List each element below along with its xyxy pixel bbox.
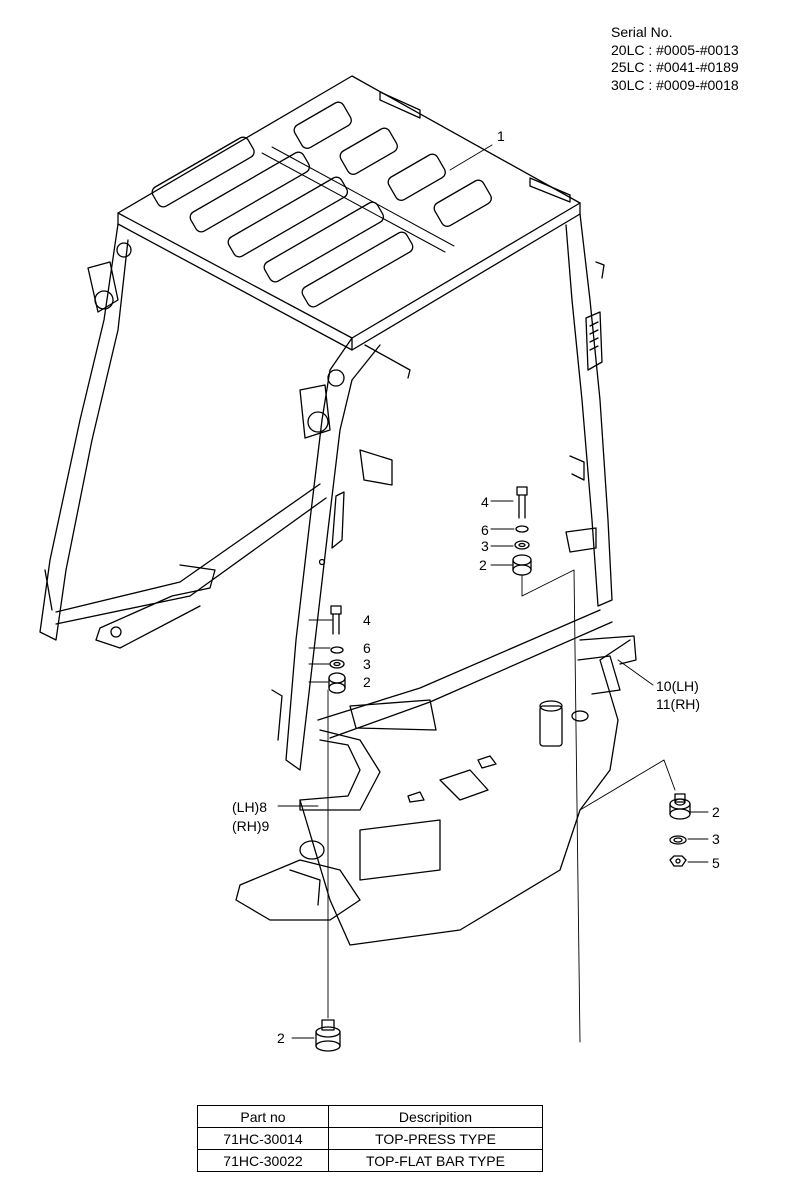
- callout-5-right: 5: [712, 855, 720, 871]
- serial-number-block: Serial No. 20LC : #0005-#0013 25LC : #00…: [611, 24, 739, 94]
- bolt-stack-lower: [328, 605, 346, 694]
- callout-4-upper: 4: [481, 494, 489, 510]
- callout-6-upper: 6: [481, 522, 489, 538]
- right-pillar: [565, 213, 613, 607]
- callout-3-upper: 3: [481, 538, 489, 554]
- front-left-pillar: [285, 337, 411, 771]
- parts-table-header: Part no Descripition: [197, 1105, 543, 1128]
- serial-line-25lc: 25LC : #0041-#0189: [611, 59, 739, 75]
- serial-line-30lc: 30LC : #0009-#0018: [611, 76, 739, 93]
- callout-6-lower: 6: [363, 640, 371, 656]
- callout-1: 1: [497, 128, 505, 144]
- serial-line-20lc: 20LC : #0005-#0013: [611, 41, 739, 58]
- callout-2-bottom: 2: [277, 1030, 285, 1046]
- parts-table: Part no Descripition 71HC-30014 TOP-PRES…: [197, 1105, 543, 1172]
- serial-title: Serial No.: [611, 24, 673, 40]
- left-side-bar: [55, 483, 327, 649]
- row-description: TOP-FLAT BAR TYPE: [328, 1149, 543, 1172]
- callout-2-right: 2: [712, 804, 720, 820]
- mount-bottom: [315, 1019, 341, 1052]
- header-part-no: Part no: [197, 1105, 329, 1128]
- row-part-no: 71HC-30014: [197, 1127, 329, 1150]
- callout-4-lower: 4: [363, 612, 371, 628]
- leader-lines: [277, 144, 709, 1043]
- rear-left-pillar: [39, 223, 132, 641]
- table-row: 71HC-30014 TOP-PRESS TYPE: [197, 1127, 543, 1150]
- callout-10-lh: 10(LH): [656, 678, 699, 694]
- callout-8-lh: (LH)8: [232, 799, 268, 815]
- callout-2-lower: 2: [363, 674, 371, 690]
- callout-2-upper: 2: [479, 557, 487, 573]
- roof-panel: [117, 75, 581, 351]
- table-row: 71HC-30022 TOP-FLAT BAR TYPE: [197, 1149, 543, 1172]
- bolt-stack-upper: [512, 486, 532, 576]
- callout-9-rh: (RH)9: [232, 818, 270, 834]
- row-part-no: 71HC-30022: [197, 1149, 329, 1172]
- callout-3-lower: 3: [363, 656, 371, 672]
- counterweight-body: [235, 635, 637, 946]
- row-description: TOP-PRESS TYPE: [328, 1127, 543, 1150]
- lower-frame: [271, 609, 613, 811]
- header-description: Descripition: [328, 1105, 543, 1128]
- mount-stack-right: [669, 793, 691, 867]
- callout-3-right: 3: [712, 831, 720, 847]
- callout-11-rh: 11(RH): [656, 696, 701, 712]
